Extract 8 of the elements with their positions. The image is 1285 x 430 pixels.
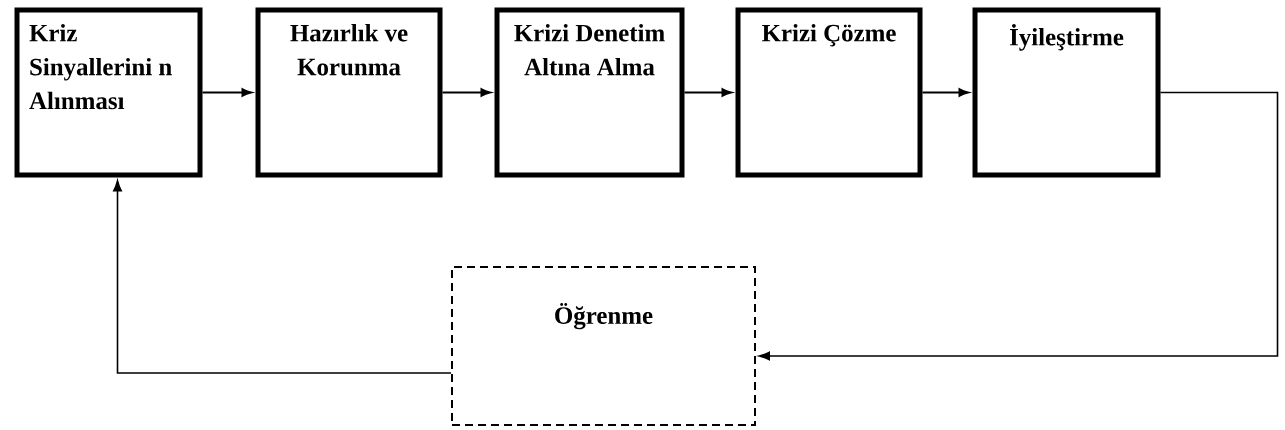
process-box: Hazırlık ve Korunma — [255, 7, 443, 178]
arrow — [113, 180, 452, 374]
process-box: Krizi Çözme — [735, 7, 923, 178]
process-box: Kriz Sinyallerini n Alınması — [14, 7, 203, 178]
arrow — [758, 91, 1279, 361]
process-box: İyileştirme — [972, 7, 1161, 178]
process-box: Öğrenme — [451, 266, 756, 426]
process-box: Krizi Denetim Altına Alma — [494, 7, 685, 178]
